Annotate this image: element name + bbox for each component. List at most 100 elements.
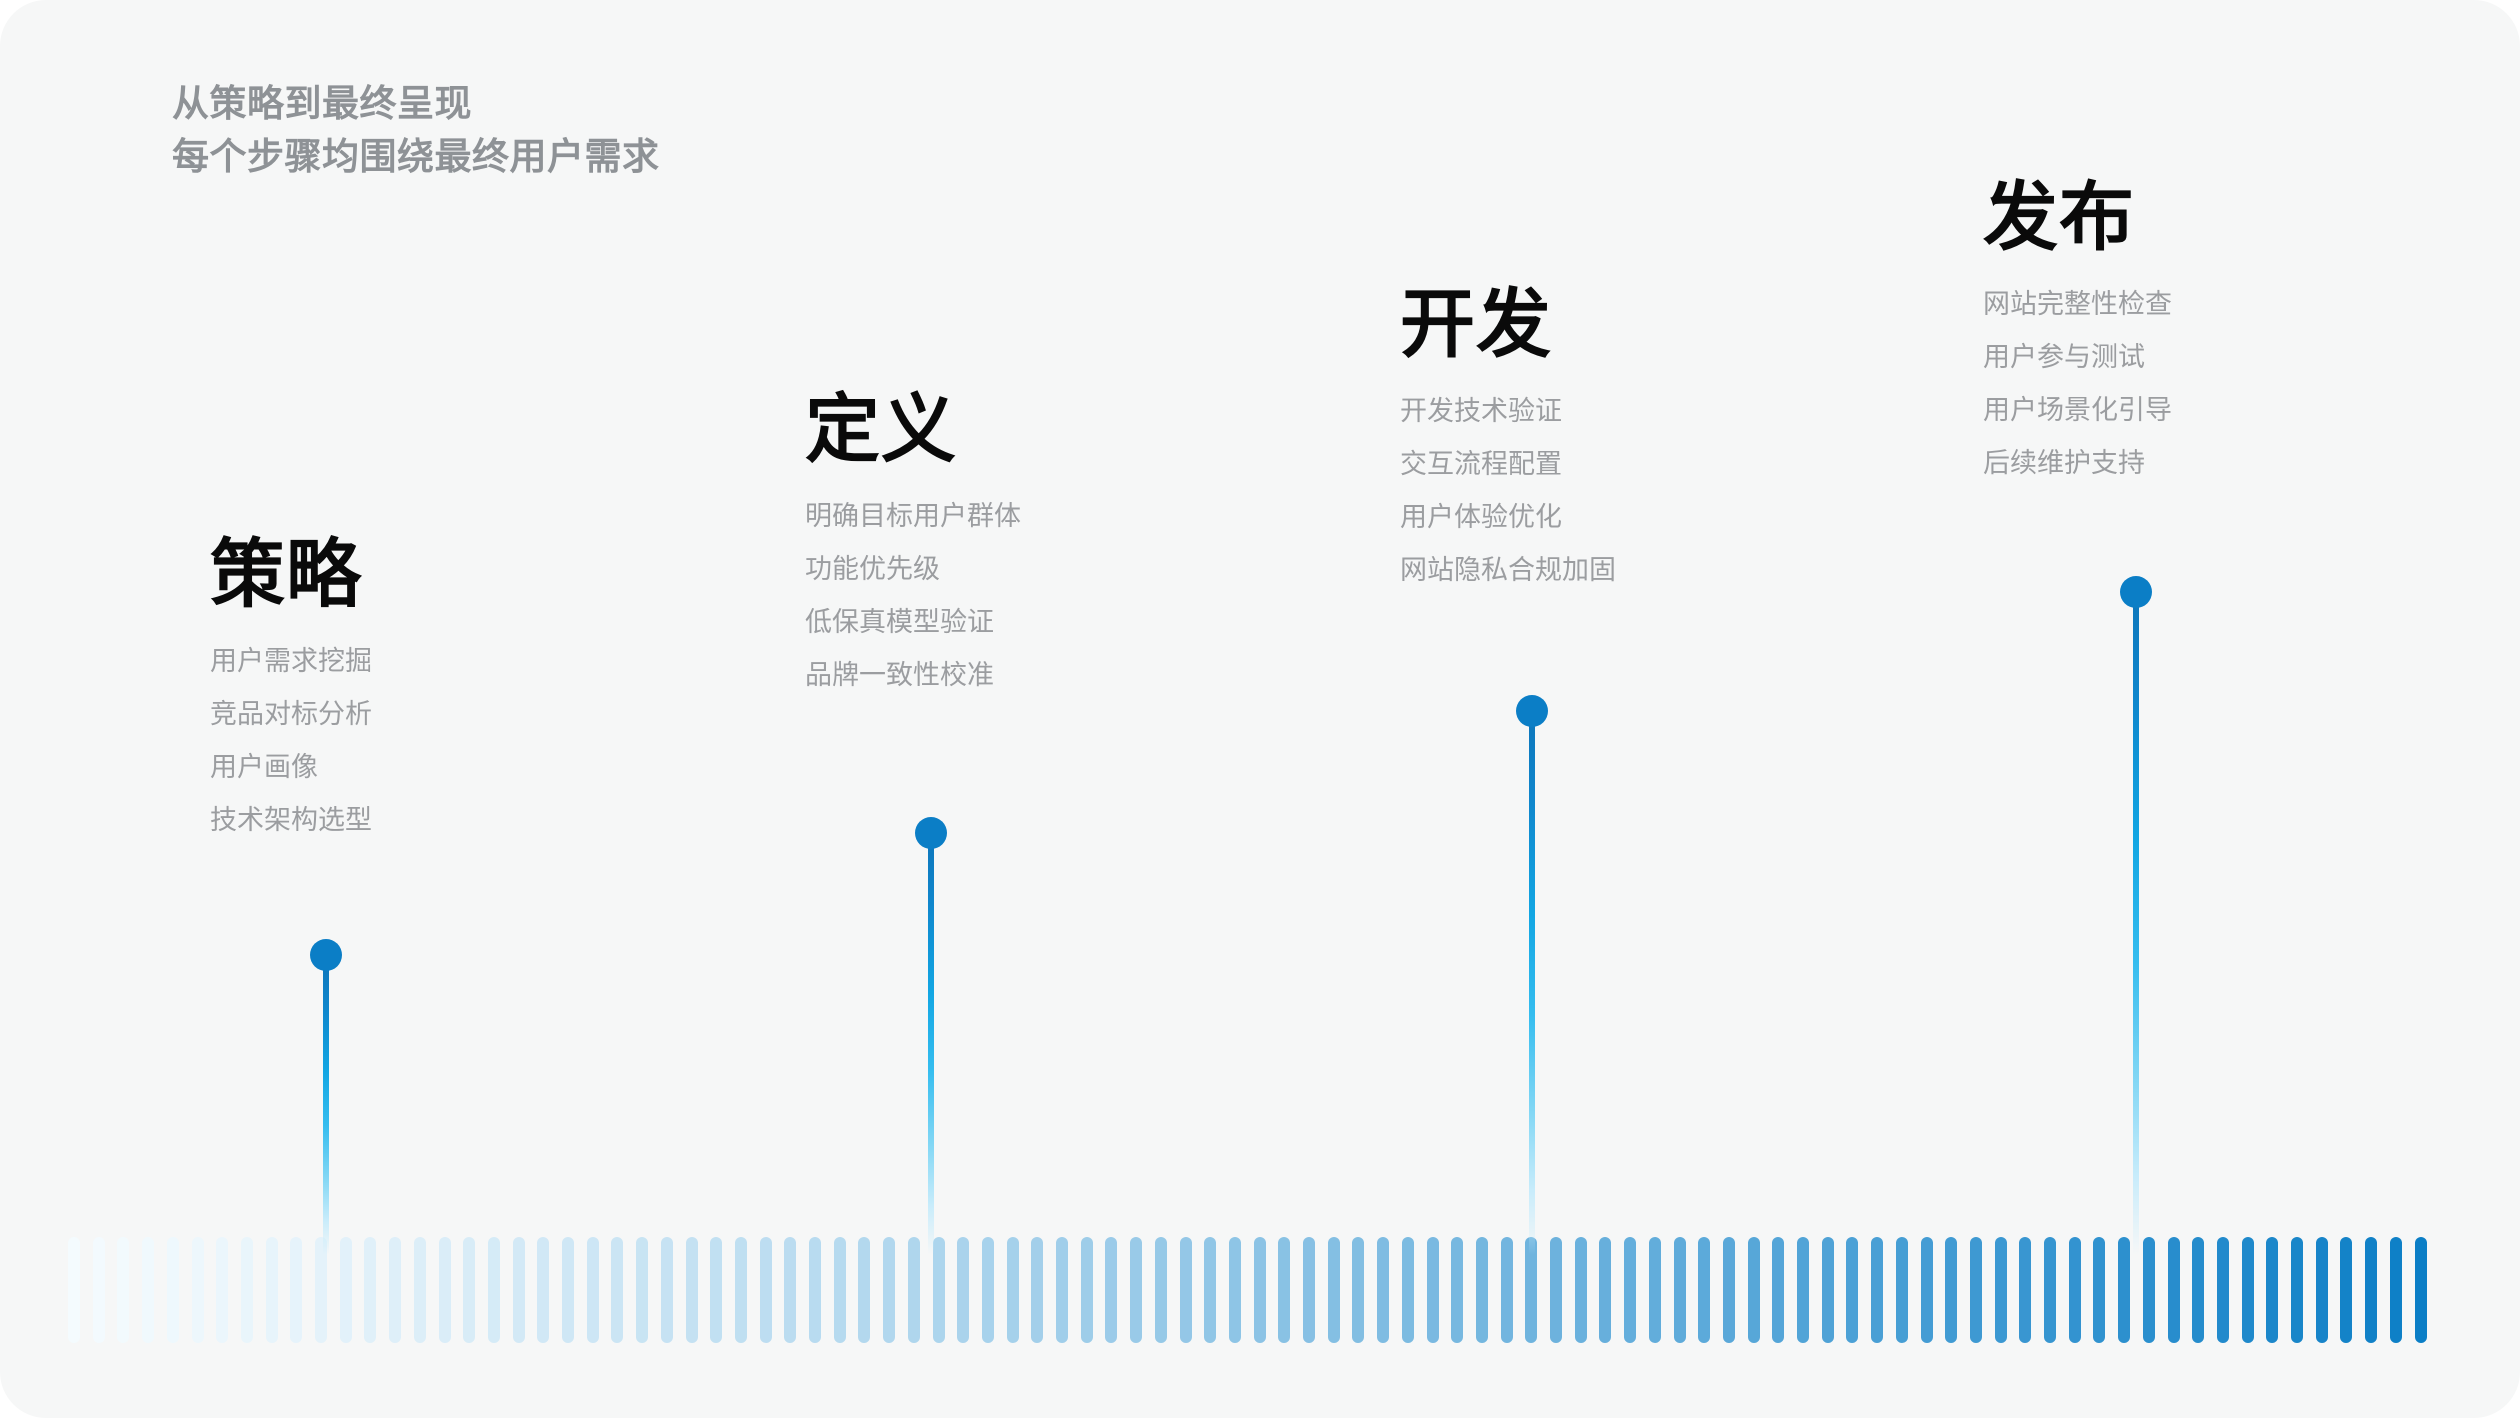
bar-strip-item <box>1995 1237 2007 1343</box>
stage-item[interactable]: 品牌一致性校准 <box>805 659 994 690</box>
bar-strip-item <box>809 1237 821 1343</box>
stage-item[interactable]: 技术架构选型 <box>210 804 372 835</box>
pin-stem-icon <box>928 845 934 1255</box>
bar-strip-item <box>1352 1237 1364 1343</box>
stage-item[interactable]: 用户参与测试 <box>1983 341 2145 372</box>
bar-strip-item <box>2390 1237 2402 1343</box>
stage-strategy[interactable]: 策略用户需求挖掘竞品对标分析用户画像技术架构选型 <box>210 535 372 834</box>
bar-strip-item <box>2217 1237 2229 1343</box>
bar-strip-item <box>1599 1237 1611 1343</box>
timeline-pin-define[interactable] <box>915 817 947 1259</box>
pin-dot-icon <box>1516 695 1548 727</box>
stage-release[interactable]: 发布网站完整性检查用户参与测试用户场景化引导后续维护支持 <box>1983 178 2172 477</box>
bar-strip-item <box>414 1237 426 1343</box>
pin-dot-icon <box>915 817 947 849</box>
bar-strip-item <box>883 1237 895 1343</box>
bar-strip-item <box>1081 1237 1093 1343</box>
bar-strip-item <box>1007 1237 1019 1343</box>
bar-strip-item <box>1056 1237 1068 1343</box>
bar-strip-item <box>389 1237 401 1343</box>
pin-stem-icon <box>1529 723 1535 1255</box>
bar-strip-item <box>908 1237 920 1343</box>
bar-strip-item <box>2316 1237 2328 1343</box>
bar-strip-item <box>241 1237 253 1343</box>
header-block: 从策略到最终呈现 每个步骤均围绕最终用户需求 <box>172 78 660 183</box>
bar-strip-item <box>1155 1237 1167 1343</box>
bar-strip-item <box>266 1237 278 1343</box>
bar-strip-item <box>1921 1237 1933 1343</box>
stage-item[interactable]: 用户体验优化 <box>1400 501 1562 532</box>
stage-item[interactable]: 竞品对标分析 <box>210 698 372 729</box>
stage-item-list-develop: 开发技术验证交互流程配置用户体验优化网站隐私合规加固 <box>1400 395 1616 585</box>
bar-strip-item <box>1575 1237 1587 1343</box>
bar-strip-item <box>1649 1237 1661 1343</box>
bar-strip-item <box>167 1237 179 1343</box>
bar-strip-item <box>686 1237 698 1343</box>
bar-strip-item <box>1748 1237 1760 1343</box>
pin-stem-icon <box>2133 604 2139 1255</box>
bar-strip-item <box>2340 1237 2352 1343</box>
pin-stem-icon <box>323 967 329 1255</box>
bar-strip-item <box>1105 1237 1117 1343</box>
stage-item[interactable]: 用户需求挖掘 <box>210 645 372 676</box>
bar-strip-item <box>488 1237 500 1343</box>
stage-title-release: 发布 <box>1983 175 2136 259</box>
header-line-1: 从策略到最终呈现 <box>172 83 472 124</box>
stage-item[interactable]: 明确目标用户群体 <box>805 500 1021 531</box>
bar-strip-item <box>933 1237 945 1343</box>
stage-item[interactable]: 功能优先级 <box>805 553 940 584</box>
bar-strip-item <box>2365 1237 2377 1343</box>
bar-strip <box>0 1237 2520 1418</box>
stage-item-list-release: 网站完整性检查用户参与测试用户场景化引导后续维护支持 <box>1983 288 2172 478</box>
stage-item[interactable]: 网站完整性检查 <box>1983 288 2172 319</box>
bar-strip-item <box>1797 1237 1809 1343</box>
bar-strip-item <box>1377 1237 1389 1343</box>
bar-strip-item <box>982 1237 994 1343</box>
bar-strip-item <box>710 1237 722 1343</box>
stage-item[interactable]: 开发技术验证 <box>1400 395 1562 426</box>
stage-develop[interactable]: 开发开发技术验证交互流程配置用户体验优化网站隐私合规加固 <box>1400 285 1616 584</box>
bar-strip-item <box>1501 1237 1513 1343</box>
stage-item[interactable]: 后续维护支持 <box>1983 447 2145 478</box>
timeline-pin-strategy[interactable] <box>310 939 342 1259</box>
bar-strip-item <box>611 1237 623 1343</box>
bar-strip-item <box>1896 1237 1908 1343</box>
stage-item[interactable]: 交互流程配置 <box>1400 448 1562 479</box>
bar-strip-item <box>735 1237 747 1343</box>
stage-item[interactable]: 网站隐私合规加固 <box>1400 554 1616 585</box>
header-line-2: 每个步骤均围绕最终用户需求 <box>172 135 660 177</box>
bar-strip-item <box>1624 1237 1636 1343</box>
bar-strip-item <box>661 1237 673 1343</box>
bar-strip-item <box>2192 1237 2204 1343</box>
stage-item[interactable]: 用户场景化引导 <box>1983 394 2172 425</box>
bar-strip-item <box>2143 1237 2155 1343</box>
stage-item-list-define: 明确目标用户群体功能优先级低保真模型验证品牌一致性校准 <box>805 500 1021 690</box>
bar-strip-item <box>340 1237 352 1343</box>
stage-define[interactable]: 定义明确目标用户群体功能优先级低保真模型验证品牌一致性校准 <box>805 390 1021 689</box>
bar-strip-item <box>364 1237 376 1343</box>
bar-strip-item <box>1674 1237 1686 1343</box>
bar-strip-item <box>1698 1237 1710 1343</box>
bar-strip-item <box>760 1237 772 1343</box>
bar-strip-item <box>1871 1237 1883 1343</box>
pin-dot-icon <box>2120 576 2152 608</box>
stage-item[interactable]: 用户画像 <box>210 751 318 782</box>
stage-title-develop: 开发 <box>1400 282 1553 366</box>
stage-item[interactable]: 低保真模型验证 <box>805 606 994 637</box>
bar-strip-item <box>2019 1237 2031 1343</box>
bar-strip-item <box>1254 1237 1266 1343</box>
bar-strip-item <box>1278 1237 1290 1343</box>
bar-strip-item <box>1031 1237 1043 1343</box>
bar-strip-item <box>142 1237 154 1343</box>
bar-strip-item <box>587 1237 599 1343</box>
bar-strip-item <box>1822 1237 1834 1343</box>
bar-strip-item <box>2242 1237 2254 1343</box>
timeline-pin-develop[interactable] <box>1516 695 1548 1259</box>
bar-strip-item <box>1550 1237 1562 1343</box>
bar-strip-item <box>1451 1237 1463 1343</box>
bar-strip-item <box>2415 1237 2427 1343</box>
timeline-pin-release[interactable] <box>2120 576 2152 1259</box>
bar-strip-item <box>957 1237 969 1343</box>
bar-strip-item <box>1402 1237 1414 1343</box>
bar-strip-item <box>2044 1237 2056 1343</box>
